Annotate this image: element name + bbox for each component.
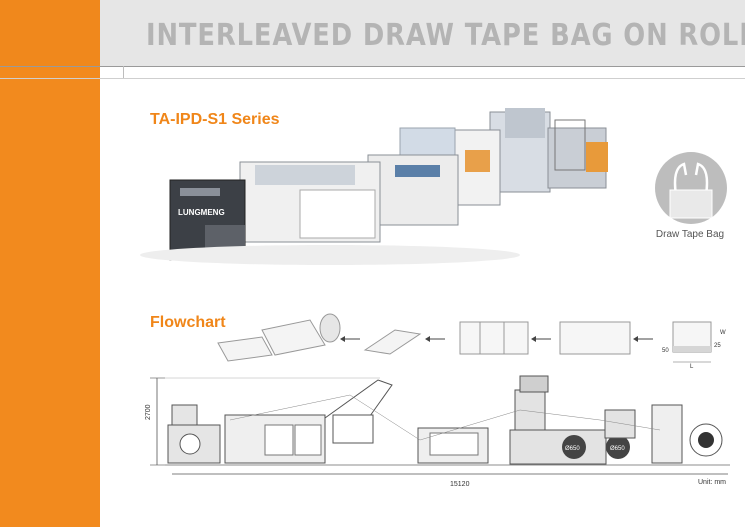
layout-tower-top xyxy=(519,375,549,393)
layout-main-door-1 xyxy=(264,424,294,456)
flow-arrow-4-head xyxy=(633,336,638,342)
flow-arrow-3-head xyxy=(531,336,536,342)
machine-front-door xyxy=(299,189,376,239)
machine-shadow xyxy=(140,245,520,265)
header-divider xyxy=(0,66,745,67)
flow-step-bags-pile xyxy=(217,336,273,362)
unit-label: Unit: mm xyxy=(698,479,726,486)
machine-middle-orange xyxy=(465,150,490,172)
dim-50-label: 50 xyxy=(662,348,669,354)
layout-roll-base xyxy=(509,429,607,465)
layout-main-door-2 xyxy=(294,424,322,456)
flowchart-title: Flowchart xyxy=(150,314,226,331)
flow-step-bags-spread xyxy=(261,319,326,356)
flow-arrow-1-head xyxy=(340,336,345,342)
machine-brand-label: LUNGMENG xyxy=(178,208,225,217)
bag-body-icon xyxy=(669,189,713,219)
flow-step-film xyxy=(559,321,631,355)
machine-ladder xyxy=(554,119,586,171)
flow-arrow-2-head xyxy=(425,336,430,342)
layout-roll-1 xyxy=(562,435,586,459)
layout-roll-2 xyxy=(606,435,630,459)
layout-middle-panel xyxy=(429,432,479,456)
machine-lower-panel xyxy=(205,225,245,250)
layout-unwinder-core xyxy=(698,432,714,448)
machine-blue-panel xyxy=(395,165,440,177)
machine-control-screen xyxy=(180,188,220,196)
top-left-accent-block xyxy=(0,0,100,66)
layout-conveyor xyxy=(324,379,393,431)
header-tick xyxy=(123,66,124,78)
series-title: TA-IPD-S1 Series xyxy=(150,111,280,128)
header-divider-secondary xyxy=(0,78,745,79)
roll-1-label: Ø650 xyxy=(565,446,580,452)
machine-rear-orange xyxy=(586,142,608,172)
flow-step-tape-band xyxy=(673,346,711,352)
flow-step-film-seal xyxy=(459,321,529,355)
flow-step-folded xyxy=(363,329,422,355)
page-title: INTERLEAVED DRAW TAPE BAG ON ROLL xyxy=(146,18,745,53)
layout-winder-top xyxy=(171,404,198,428)
dim-l-label: L xyxy=(690,364,694,370)
dim-25-label: 25 xyxy=(714,343,721,349)
bag-caption: Draw Tape Bag xyxy=(655,229,725,240)
header-band: INTERLEAVED DRAW TAPE BAG ON ROLL xyxy=(100,0,745,66)
layout-unwinder xyxy=(651,404,683,464)
dim-length-label: 15120 xyxy=(450,481,470,488)
machine-rear-film xyxy=(505,108,545,138)
roll-2-label: Ø650 xyxy=(610,446,625,452)
layout-sealing-box xyxy=(332,414,374,444)
layout-film-path xyxy=(229,394,661,441)
layout-winder-roll xyxy=(179,433,201,455)
dim-height-label: 2700 xyxy=(145,404,152,420)
layout-unwind-frame xyxy=(604,409,636,439)
dim-w-label: W xyxy=(720,330,726,336)
flow-step-roll xyxy=(319,313,341,343)
machine-conveyor xyxy=(255,165,355,185)
left-accent-bar xyxy=(0,0,100,527)
